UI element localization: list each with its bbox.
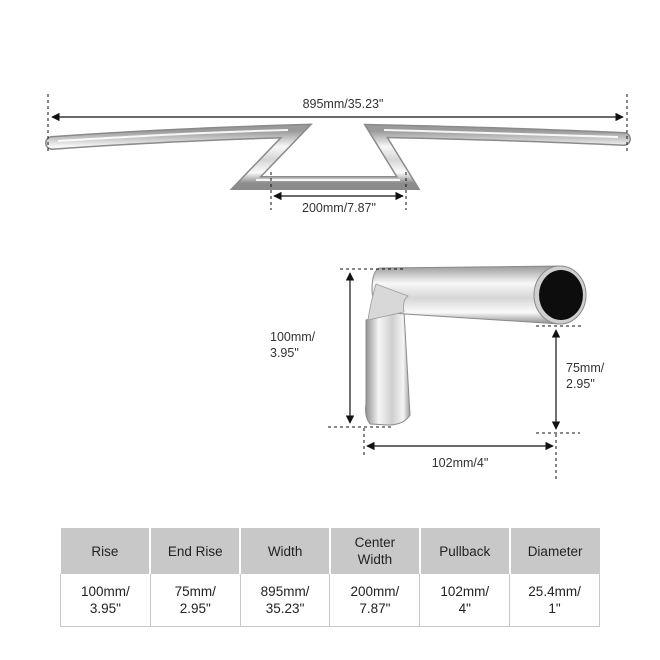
total-width-label: 895mm/35.23" xyxy=(302,97,384,111)
header-end-rise: End Rise xyxy=(150,528,242,574)
header-rise: Rise xyxy=(60,528,152,574)
pullback-dimension xyxy=(363,428,557,482)
value-pullback: 102mm/ 4" xyxy=(419,574,510,627)
value-width: 895mm/ 35.23" xyxy=(239,574,330,627)
rise-label: 100mm/ 3.95" xyxy=(270,330,316,360)
total-width-dimension xyxy=(47,94,628,152)
value-center-width: 200mm/ 7.87" xyxy=(329,574,420,627)
product-dimension-figure: 895mm/35.23" 200mm/7.87" 100mm/ 3.95" 75… xyxy=(45,94,631,482)
value-diameter: 25.4mm/ 1" xyxy=(509,574,600,627)
value-end-rise: 75mm/ 2.95" xyxy=(149,574,241,627)
end-rise-dimension xyxy=(536,325,584,434)
rise-dimension xyxy=(328,268,405,428)
spec-table-header-row: Rise End Rise Width Center Width Pullbac… xyxy=(60,528,600,574)
end-rise-label: 75mm/ 2.95" xyxy=(566,361,605,391)
header-center-width: Center Width xyxy=(329,528,421,574)
spec-table: Rise End Rise Width Center Width Pullbac… xyxy=(60,528,600,627)
handlebar-side-view xyxy=(365,265,587,426)
pullback-label: 102mm/4" xyxy=(431,456,489,470)
header-pullback: Pullback xyxy=(419,528,511,574)
handlebar-front-view xyxy=(45,123,631,190)
center-width-dimension xyxy=(270,172,407,210)
handlebar-diagram xyxy=(45,94,631,482)
header-width: Width xyxy=(240,528,331,574)
spec-table-value-row: 100mm/ 3.95" 75mm/ 2.95" 895mm/ 35.23" 2… xyxy=(60,574,600,627)
header-diameter: Diameter xyxy=(509,528,600,574)
center-width-label: 200mm/7.87" xyxy=(302,201,376,215)
value-rise: 100mm/ 3.95" xyxy=(60,574,151,627)
